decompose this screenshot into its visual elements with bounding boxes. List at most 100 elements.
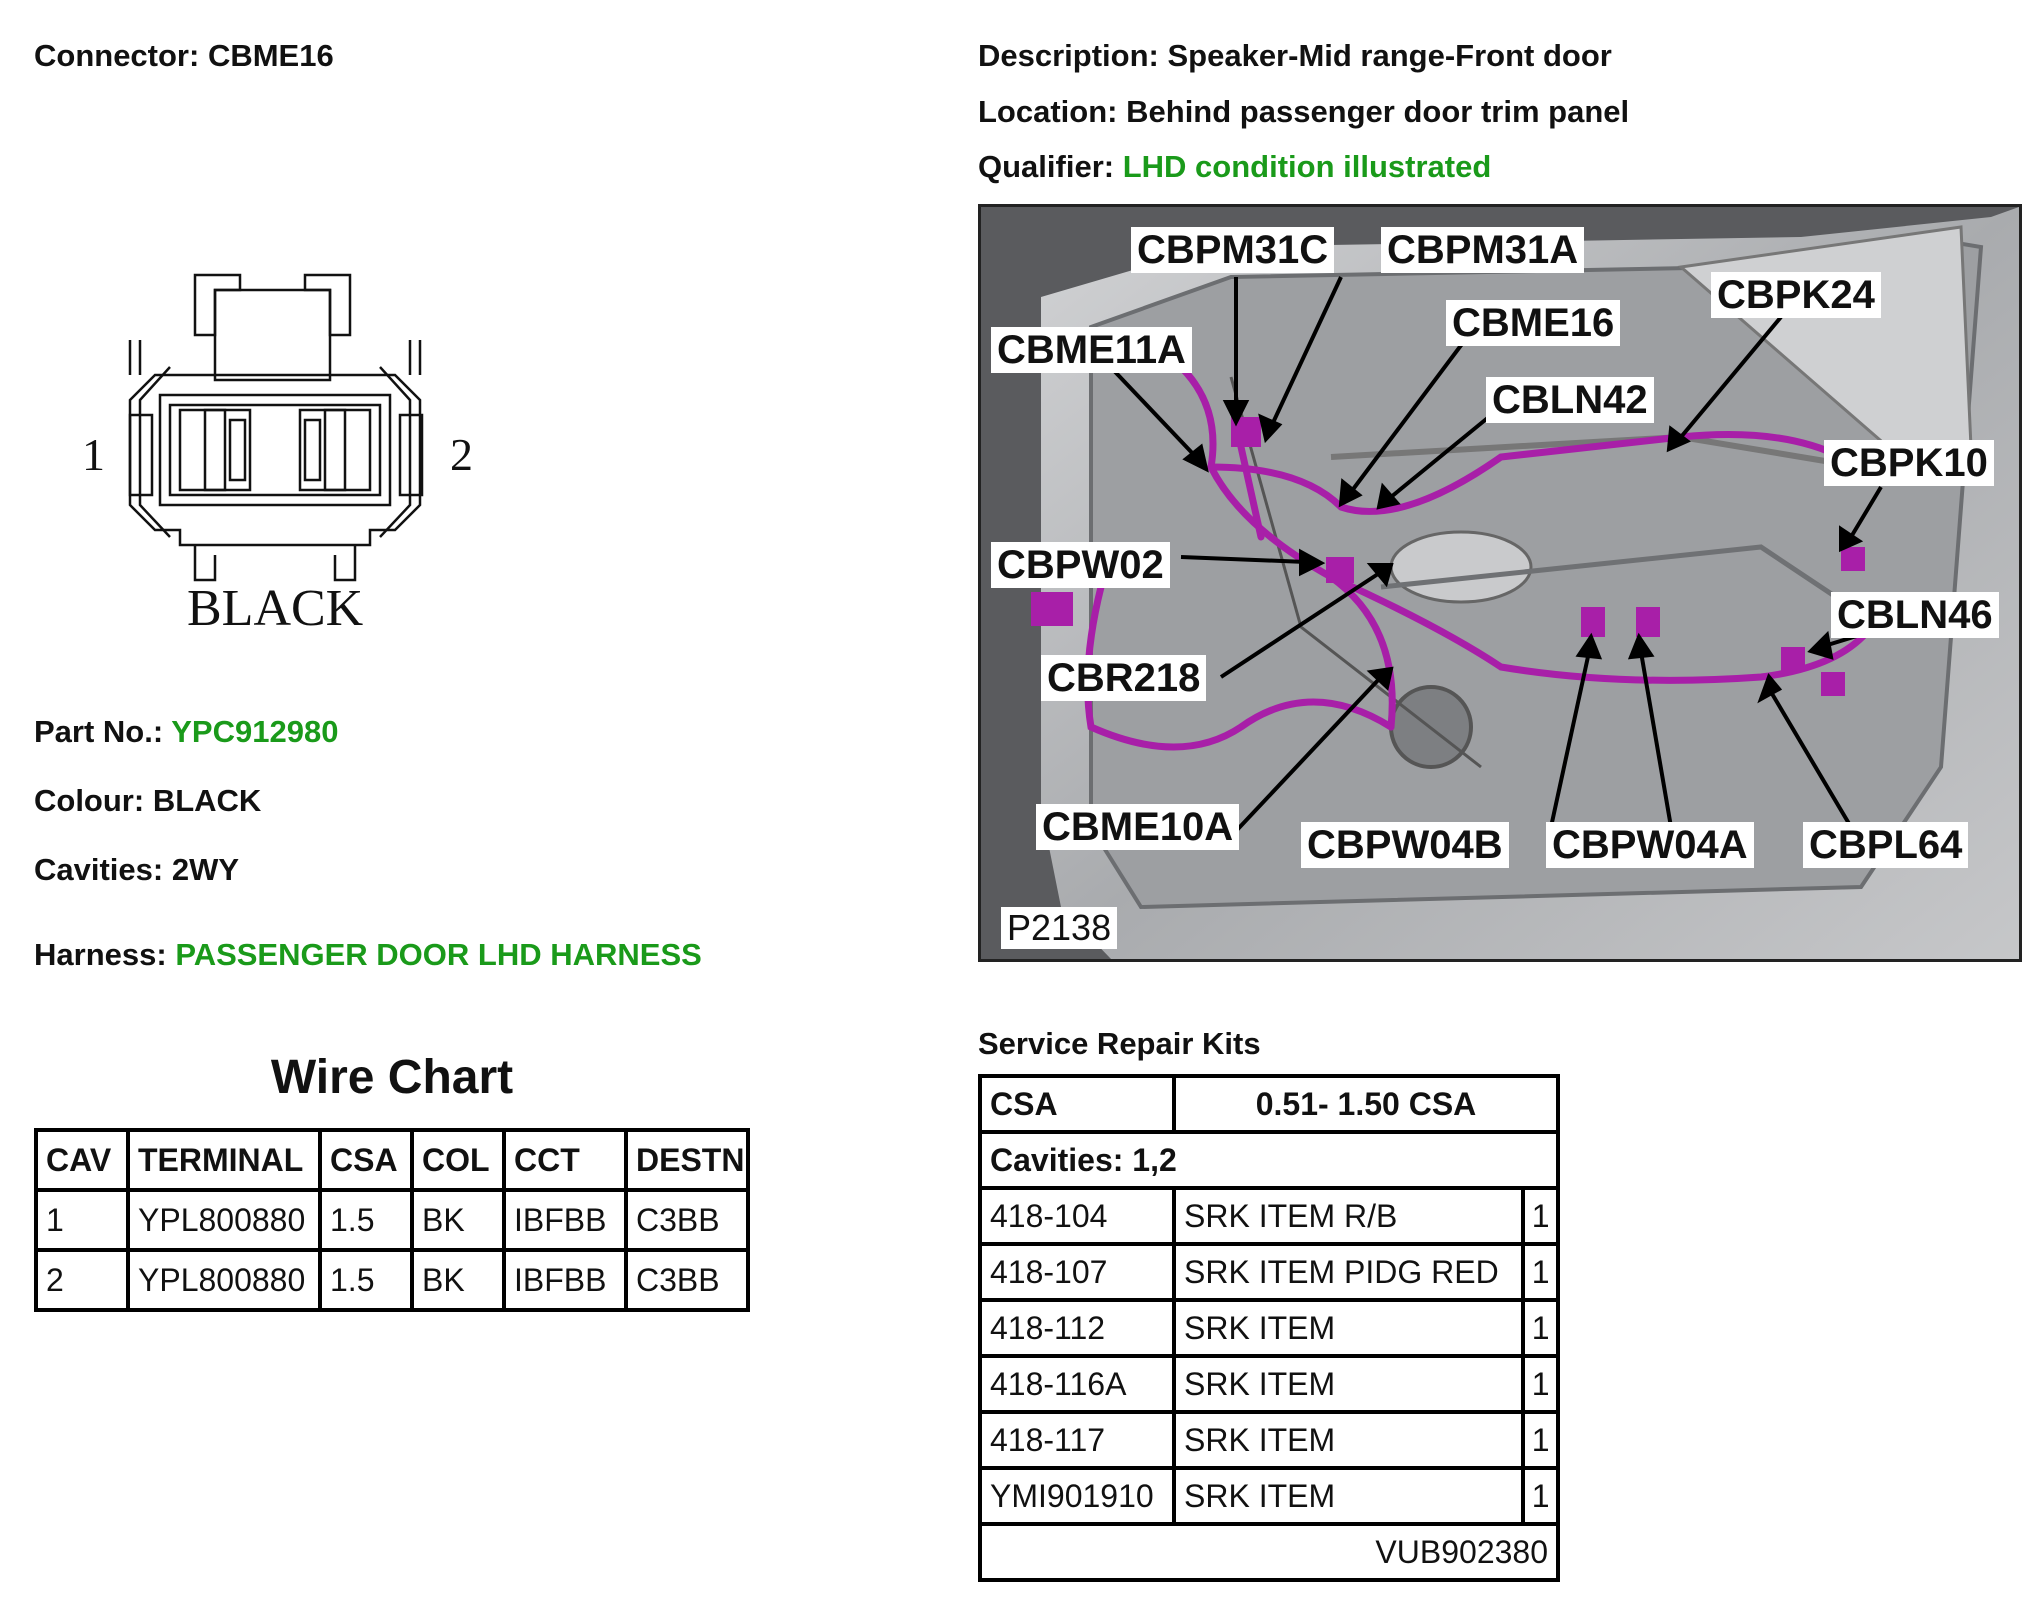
photo-code: P2138 — [1001, 907, 1118, 949]
srk-footer-row: VUB902380 — [978, 1522, 1560, 1582]
harness-field: Harness: PASSENGER DOOR LHD HARNESS — [34, 937, 702, 973]
connector-field: Connector: CBME16 — [34, 38, 334, 74]
description-value: Speaker-Mid range-Front door — [1167, 38, 1612, 73]
door-harness-photo: CBPM31C CBPM31A CBME16 CBPK24 CBME11A CB… — [978, 204, 2022, 962]
colour-label: Colour: — [34, 783, 145, 818]
srk-part: 418-104 — [977, 1186, 1177, 1246]
srk-qty: 1 — [1521, 1242, 1560, 1302]
cell-col: BK — [410, 1248, 506, 1312]
srk-qty: 1 — [1521, 1354, 1560, 1414]
cell-cct: IBFBB — [502, 1248, 628, 1312]
connector-outline: 1 2 BLACK — [82, 273, 473, 637]
cavities-label: Cavities: — [34, 852, 164, 887]
srk-part: 418-112 — [977, 1298, 1177, 1358]
part-no-field: Part No.: YPC912980 — [34, 714, 338, 750]
part-no-value: YPC912980 — [171, 714, 339, 749]
srk-desc: SRK ITEM — [1172, 1298, 1526, 1358]
srk-qty: 1 — [1521, 1298, 1560, 1358]
srk-part: YMI901910 — [977, 1466, 1177, 1526]
cell-cav: 1 — [34, 1188, 130, 1252]
srk-cavities-row: Cavities: 1,2 — [978, 1130, 1560, 1190]
table-row: 1 YPL800880 1.5 BK IBFBB C3BB — [34, 1188, 750, 1252]
srk-title: Service Repair Kits — [978, 1026, 1261, 1061]
location-value: Behind passenger door trim panel — [1126, 94, 1630, 129]
callout-cbpk24: CBPK24 — [1711, 272, 1881, 318]
srk-qty: 1 — [1521, 1410, 1560, 1470]
table-row: YMI901910 SRK ITEM 1 — [977, 1466, 1560, 1526]
cell-cav: 2 — [34, 1248, 130, 1312]
srk-csa-row: CSA 0.51- 1.50 CSA — [977, 1074, 1560, 1134]
table-row: 418-117 SRK ITEM 1 — [977, 1410, 1560, 1470]
callout-cbme11a: CBME11A — [991, 327, 1192, 373]
cell-destn: C3BB — [624, 1248, 750, 1312]
callout-cbpm31c: CBPM31C — [1131, 227, 1335, 273]
callout-cbr218: CBR218 — [1041, 655, 1207, 701]
wire-chart-table: CAV TERMINAL CSA COL CCT DESTN 1 YPL8008… — [34, 1128, 750, 1312]
callout-cbpw04b: CBPW04B — [1301, 822, 1509, 868]
srk-csa-value: 0.51- 1.50 CSA — [1172, 1074, 1560, 1134]
location-label: Location: — [978, 94, 1118, 129]
srk-csa-label: CSA — [977, 1074, 1177, 1134]
header-cav: CAV — [34, 1128, 130, 1192]
srk-footer: VUB902380 — [978, 1522, 1560, 1582]
header-cct: CCT — [502, 1128, 628, 1192]
part-no-label: Part No.: — [34, 714, 164, 749]
description-field: Description: Speaker-Mid range-Front doo… — [978, 38, 1612, 74]
srk-desc: SRK ITEM — [1172, 1410, 1526, 1470]
table-row: 418-112 SRK ITEM 1 — [977, 1298, 1560, 1358]
srk-desc: SRK ITEM PIDG RED — [1172, 1242, 1526, 1302]
harness-label: Harness: — [34, 937, 167, 972]
qualifier-label: Qualifier: — [978, 149, 1115, 184]
qualifier-value: LHD condition illustrated — [1122, 149, 1492, 184]
callout-cbpk10: CBPK10 — [1824, 440, 1994, 486]
location-field: Location: Behind passenger door trim pan… — [978, 94, 1629, 130]
table-row: 418-107 SRK ITEM PIDG RED 1 — [977, 1242, 1560, 1302]
callout-cbpm31a: CBPM31A — [1381, 227, 1585, 273]
colour-field: Colour: BLACK — [34, 783, 261, 819]
header-destn: DESTN — [624, 1128, 750, 1192]
callout-cbpw04a: CBPW04A — [1546, 822, 1754, 868]
cavities-value: 2WY — [171, 852, 240, 887]
callout-cbln42: CBLN42 — [1486, 377, 1654, 423]
srk-part: 418-117 — [977, 1410, 1177, 1470]
srk-desc: SRK ITEM R/B — [1172, 1186, 1526, 1246]
wire-chart-title: Wire Chart — [270, 1051, 514, 1104]
cell-csa: 1.5 — [318, 1188, 414, 1252]
header-col: COL — [410, 1128, 506, 1192]
srk-table: CSA 0.51- 1.50 CSA Cavities: 1,2 418-104… — [977, 1074, 1560, 1582]
srk-part: 418-107 — [977, 1242, 1177, 1302]
cell-terminal: YPL800880 — [126, 1248, 322, 1312]
callout-cbme16: CBME16 — [1446, 300, 1621, 346]
connector-value: CBME16 — [207, 38, 334, 73]
srk-cavities: Cavities: 1,2 — [978, 1130, 1560, 1190]
harness-value: PASSENGER DOOR LHD HARNESS — [175, 937, 702, 972]
cell-terminal: YPL800880 — [126, 1188, 322, 1252]
pin-1-label: 1 — [82, 429, 105, 480]
pin-2-label: 2 — [450, 429, 473, 480]
srk-part: 418-116A — [977, 1354, 1177, 1414]
callout-cbpw02: CBPW02 — [991, 542, 1170, 588]
cell-col: BK — [410, 1188, 506, 1252]
callout-cbme10a: CBME10A — [1036, 804, 1240, 850]
wire-chart-header-row: CAV TERMINAL CSA COL CCT DESTN — [34, 1128, 750, 1192]
callout-cbln46: CBLN46 — [1831, 592, 1999, 638]
cell-csa: 1.5 — [318, 1248, 414, 1312]
table-row: 418-116A SRK ITEM 1 — [977, 1354, 1560, 1414]
colour-caption: BLACK — [187, 580, 364, 637]
srk-qty: 1 — [1521, 1466, 1560, 1526]
description-label: Description: — [978, 38, 1159, 73]
cell-destn: C3BB — [624, 1188, 750, 1252]
connector-drawing: 1 2 BLACK — [70, 255, 530, 655]
srk-qty: 1 — [1521, 1186, 1560, 1246]
connector-label: Connector: — [34, 38, 200, 73]
table-row: 2 YPL800880 1.5 BK IBFBB C3BB — [34, 1248, 750, 1312]
header-terminal: TERMINAL — [126, 1128, 322, 1192]
cell-cct: IBFBB — [502, 1188, 628, 1252]
table-row: 418-104 SRK ITEM R/B 1 — [977, 1186, 1560, 1246]
header-csa: CSA — [318, 1128, 414, 1192]
srk-desc: SRK ITEM — [1172, 1466, 1526, 1526]
cavities-field: Cavities: 2WY — [34, 852, 239, 888]
qualifier-field: Qualifier: LHD condition illustrated — [978, 149, 1491, 185]
colour-value: BLACK — [152, 783, 262, 818]
callout-cbpl64: CBPL64 — [1803, 822, 1969, 868]
